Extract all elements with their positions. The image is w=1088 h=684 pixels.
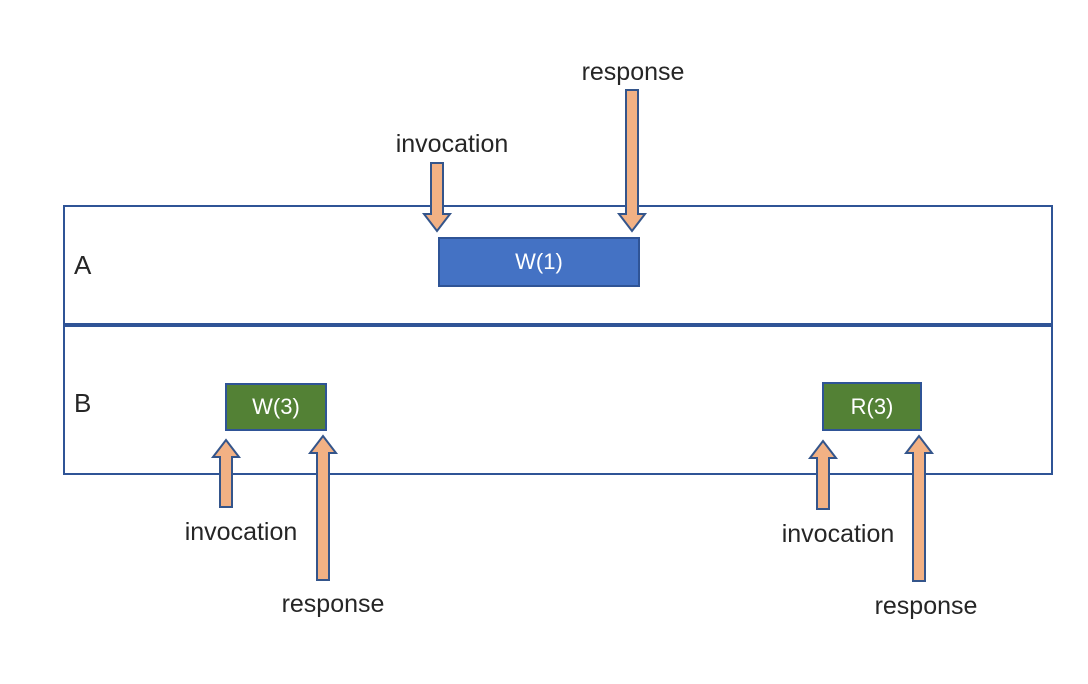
process-a-label: A bbox=[74, 250, 92, 280]
operation-w3-box: W(3) bbox=[225, 383, 327, 431]
operation-w1-box: W(1) bbox=[438, 237, 640, 287]
process-b-lane bbox=[63, 325, 1053, 475]
process-b-label: B bbox=[74, 388, 92, 418]
invocation-label-top: invocation bbox=[395, 130, 509, 158]
invocation-label-bottom-right: invocation bbox=[781, 520, 895, 548]
response-label-bottom-left: response bbox=[281, 590, 385, 618]
invocation-label-bottom-left: invocation bbox=[184, 518, 298, 546]
process-a-lane bbox=[63, 205, 1053, 325]
operation-r3-box: R(3) bbox=[822, 382, 922, 431]
response-label-top: response bbox=[581, 58, 685, 86]
response-label-bottom-right: response bbox=[874, 592, 978, 620]
